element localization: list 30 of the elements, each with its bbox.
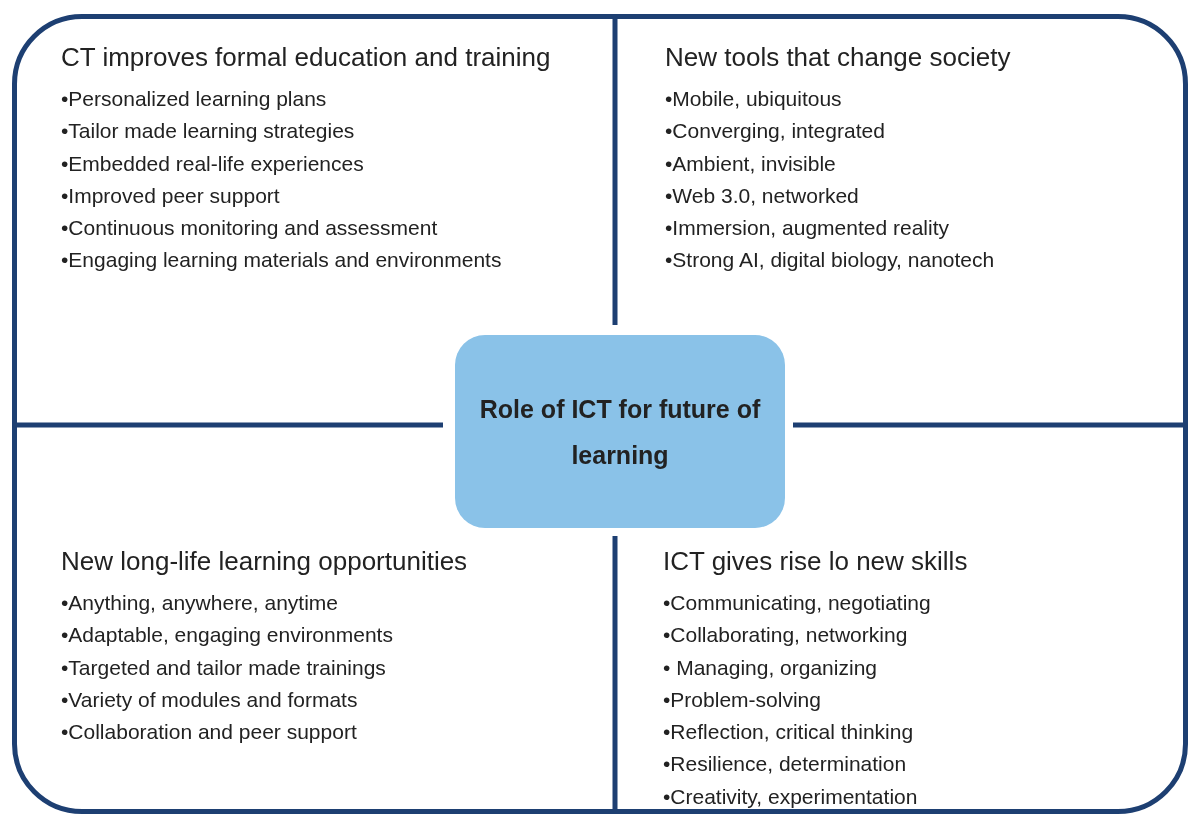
bullet-item: •Reflection, critical thinking <box>663 719 915 746</box>
bullet-item: •Tailor made learning strategies <box>61 118 356 145</box>
quadrant-heading: CT improves formal education and training <box>61 41 552 73</box>
bullet-item: •Problem-solving <box>663 686 822 713</box>
bullet-item: •Mobile, ubiquitous <box>665 86 843 112</box>
center-box: Role of ICT for future of learning <box>455 335 785 528</box>
bullet-item: •Web 3.0, networked <box>665 182 860 209</box>
bullet-item: •Converging, integrated <box>665 118 886 145</box>
bullet-item: •Adaptable, engaging environments <box>61 622 394 649</box>
bullet-item: •Personalized learning plans <box>61 86 328 112</box>
bullet-item: •Embedded real-life experiences <box>61 150 365 177</box>
bullet-item: •Anything, anywhere, anytime <box>61 590 339 616</box>
bullet-item: •Ambient, invisible <box>665 150 837 177</box>
bullet-item: • Managing, organizing <box>663 654 878 681</box>
bullet-item: •Engaging learning materials and environments <box>61 247 503 274</box>
bullet-item: •Improved peer support <box>61 182 281 209</box>
bullet-item: •Creativity, experimentation <box>663 783 919 810</box>
quadrant-heading: New long-life learning opportunities <box>61 545 469 577</box>
bullet-item: •Targeted and tailor made trainings <box>61 654 387 681</box>
quadrant-heading: New tools that change society <box>665 41 1012 73</box>
bullet-item: •Strong AI, digital biology, nanotech <box>665 247 996 274</box>
bullet-item: •Communicating, negotiating <box>663 590 932 616</box>
bullet-item: •Collaboration and peer support <box>61 719 358 746</box>
rounded-frame <box>12 14 1188 814</box>
bullet-item: •Immersion, augmented reality <box>665 215 950 242</box>
bullet-item: •Resilience, determination <box>663 751 908 778</box>
quadrant-heading: ICT gives rise lo new skills <box>663 545 969 577</box>
bullet-item: •Continuous monitoring and assessment <box>61 215 439 242</box>
bullet-item: •Variety of modules and formats <box>61 686 359 713</box>
bullet-item: •Collaborating, networking <box>663 622 909 649</box>
